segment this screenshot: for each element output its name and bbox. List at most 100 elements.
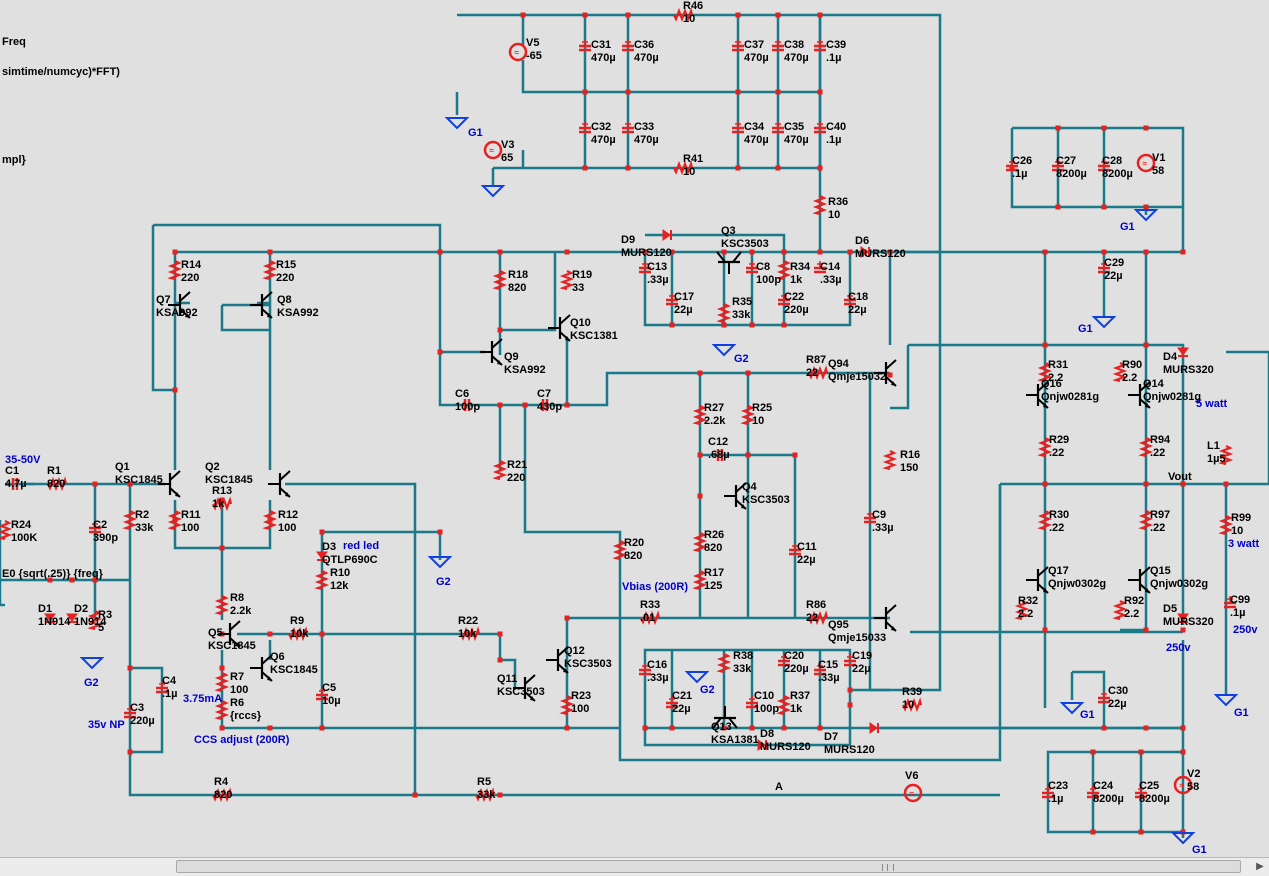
component-r6[interactable] [214, 700, 230, 721]
component-r12[interactable] [262, 510, 278, 531]
component-r99[interactable] [1218, 515, 1234, 536]
component-d2[interactable] [66, 613, 78, 623]
component-r17[interactable] [692, 570, 708, 591]
component-c14[interactable] [814, 261, 826, 274]
component-q7[interactable] [168, 291, 191, 319]
component-c24[interactable] [1087, 786, 1099, 799]
component-c6[interactable] [463, 399, 471, 411]
component-r38[interactable] [716, 653, 732, 674]
component-c17[interactable] [666, 293, 678, 306]
component-c39[interactable] [814, 39, 826, 52]
component-r3[interactable] [87, 610, 103, 631]
component-c37[interactable] [732, 39, 744, 52]
component-q5[interactable] [218, 620, 241, 648]
component-v6[interactable]: ≈ [903, 783, 923, 803]
component-r5[interactable] [475, 787, 496, 803]
component-r86[interactable] [808, 610, 829, 626]
scroll-right-arrow-icon[interactable]: ▶ [1251, 858, 1269, 876]
component-r20[interactable] [612, 540, 628, 561]
component-c11[interactable] [789, 543, 801, 556]
component-c28[interactable] [1098, 159, 1110, 172]
component-c30[interactable] [1098, 691, 1110, 704]
component-r41[interactable] [673, 160, 694, 176]
component-l1[interactable] [1218, 445, 1234, 466]
component-r33[interactable] [640, 610, 661, 626]
component-c34[interactable] [732, 121, 744, 134]
component-c22[interactable] [778, 293, 790, 306]
component-c99[interactable] [1224, 596, 1236, 609]
component-r13[interactable] [212, 496, 233, 512]
component-r22[interactable] [460, 626, 481, 642]
component-c31[interactable] [579, 39, 591, 52]
component-q15[interactable] [1128, 566, 1151, 594]
component-r39[interactable] [902, 697, 923, 713]
component-r4[interactable] [212, 787, 233, 803]
component-r1[interactable] [47, 476, 68, 492]
component-r30[interactable] [1037, 510, 1053, 531]
component-r24[interactable] [0, 520, 13, 541]
component-r32[interactable] [1014, 600, 1030, 621]
component-c25[interactable] [1135, 786, 1147, 799]
component-q14[interactable] [1128, 381, 1151, 409]
component-d9[interactable] [662, 229, 672, 241]
component-d6[interactable] [860, 246, 870, 258]
component-c29[interactable] [1098, 261, 1110, 274]
component-r10[interactable] [314, 570, 330, 591]
component-v3[interactable]: ≈ [483, 140, 503, 160]
component-c21[interactable] [666, 696, 678, 709]
component-r8[interactable] [214, 595, 230, 616]
component-c16[interactable] [639, 663, 651, 676]
component-r36[interactable] [812, 195, 828, 216]
component-c40[interactable] [814, 121, 826, 134]
component-r19[interactable] [559, 270, 575, 291]
component-c9[interactable] [864, 511, 876, 524]
component-q11[interactable] [513, 674, 536, 702]
component-c19[interactable] [844, 654, 856, 667]
component-q9[interactable] [480, 338, 503, 366]
component-r9[interactable] [288, 626, 309, 642]
component-q2[interactable] [268, 470, 291, 498]
component-v1[interactable]: ≈ [1136, 153, 1156, 173]
scrollbar-thumb[interactable] [176, 860, 1241, 873]
component-d3[interactable] [316, 551, 328, 561]
component-q10[interactable] [548, 314, 571, 342]
component-q1[interactable] [158, 470, 181, 498]
horizontal-scrollbar[interactable]: ▶ [0, 857, 1269, 876]
component-r21[interactable] [492, 460, 508, 481]
component-q13[interactable] [712, 706, 738, 729]
component-q4[interactable] [724, 482, 747, 510]
component-r18[interactable] [492, 270, 508, 291]
component-r25[interactable] [740, 405, 756, 426]
component-r35[interactable] [716, 303, 732, 324]
component-d5[interactable] [1177, 613, 1189, 623]
component-r87[interactable] [808, 365, 829, 381]
component-r11[interactable] [167, 510, 183, 531]
component-r15[interactable] [262, 260, 278, 281]
component-c13[interactable] [639, 261, 651, 274]
component-c32[interactable] [579, 121, 591, 134]
component-c27[interactable] [1052, 159, 1064, 172]
component-d1[interactable] [44, 613, 56, 623]
component-c4[interactable] [156, 681, 168, 694]
component-q6[interactable] [250, 654, 273, 682]
component-c15[interactable] [814, 663, 826, 676]
component-q3[interactable] [716, 251, 742, 274]
component-q94[interactable] [874, 359, 897, 387]
component-q17[interactable] [1026, 566, 1049, 594]
component-r27[interactable] [692, 405, 708, 426]
component-d4[interactable] [1177, 347, 1189, 357]
component-r31[interactable] [1037, 362, 1053, 383]
component-c3[interactable] [124, 706, 136, 719]
component-c2[interactable] [89, 521, 101, 534]
component-c36[interactable] [622, 39, 634, 52]
component-c38[interactable] [772, 39, 784, 52]
component-r16[interactable] [882, 450, 898, 471]
component-d7[interactable] [869, 722, 879, 734]
component-r2[interactable] [122, 510, 138, 531]
component-q12[interactable] [546, 646, 569, 674]
component-r90[interactable] [1112, 362, 1128, 383]
component-q16[interactable] [1026, 381, 1049, 409]
component-c33[interactable] [622, 121, 634, 134]
component-c7[interactable] [541, 399, 549, 411]
component-c1[interactable] [11, 478, 19, 490]
